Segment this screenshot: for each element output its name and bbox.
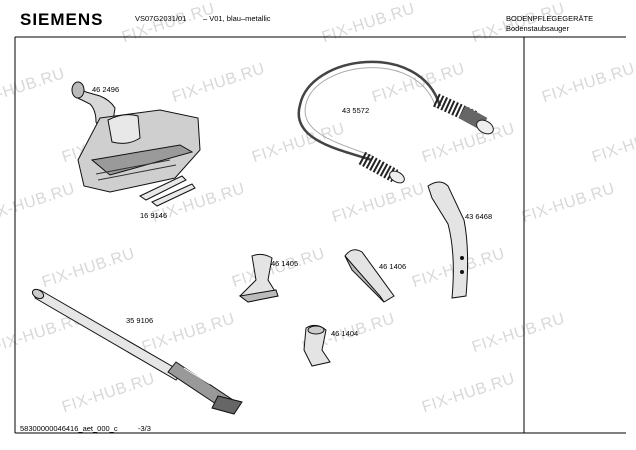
category-title: BODENPFLEGEGERÄTE [506, 14, 594, 23]
telescopic-tube-icon [31, 288, 243, 415]
bristle-strips-icon [138, 175, 196, 207]
subcategory-title: Bodenstaubsauger [506, 24, 569, 33]
part-label[interactable]: 16 9146 [140, 211, 168, 220]
hose-icon [297, 60, 494, 184]
floor-nozzle-icon [71, 81, 201, 193]
page-number: -3/3 [138, 424, 151, 433]
brand-logo: SIEMENS [20, 10, 104, 29]
small-brush-nozzle-icon [303, 324, 331, 367]
model-number: VS07G2031/01 [135, 14, 187, 23]
part-label[interactable]: 43 6468 [465, 212, 493, 221]
crevice-nozzle-icon [344, 249, 395, 303]
document-code: 58300000046416_aet_000_c [20, 424, 118, 433]
part-label[interactable]: 43 5572 [342, 106, 370, 115]
upholstery-nozzle-icon [238, 253, 279, 303]
part-label[interactable]: 46 1404 [331, 329, 359, 338]
part-label[interactable]: 35 9106 [126, 316, 154, 325]
part-label[interactable]: 46 2496 [92, 85, 120, 94]
model-variant: – V01, blau–metallic [203, 14, 271, 23]
curved-handle-icon [427, 181, 469, 299]
part-label[interactable]: 46 1406 [379, 262, 407, 271]
part-label[interactable]: 46 1405 [271, 259, 299, 268]
